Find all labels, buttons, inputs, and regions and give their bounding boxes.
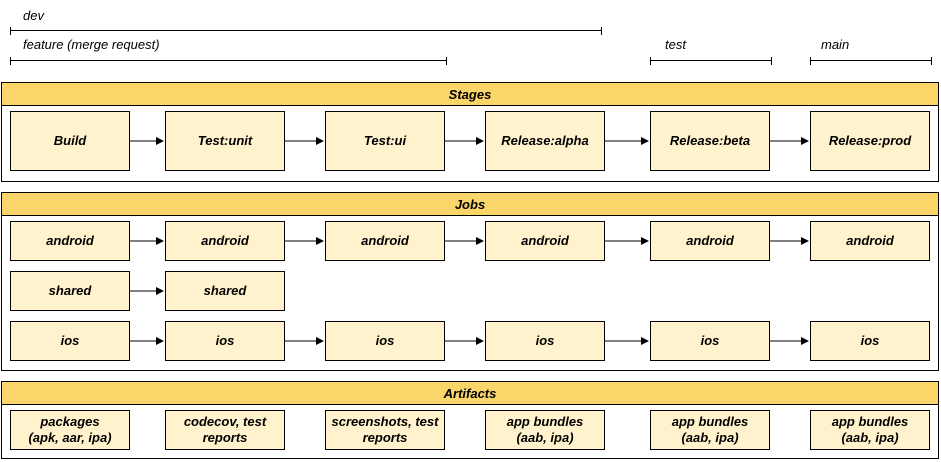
artifact-app-bundles: app bundles (aab, ipa)	[810, 410, 930, 450]
branch-range-test	[650, 57, 772, 65]
job-android: android	[325, 221, 445, 261]
artifact-codecov-reports: codecov, test reports	[165, 410, 285, 450]
job-ios: ios	[485, 321, 605, 361]
branch-range-feature	[10, 57, 447, 65]
artifacts-header: Artifacts	[2, 382, 938, 405]
job-android: android	[10, 221, 130, 261]
stage-test-unit: Test:unit	[165, 111, 285, 171]
jobs-header: Jobs	[2, 193, 938, 216]
stage-release-prod: Release:prod	[810, 111, 930, 171]
job-ios: ios	[165, 321, 285, 361]
job-ios: ios	[10, 321, 130, 361]
branch-label-test: test	[665, 37, 686, 52]
stage-release-beta: Release:beta	[650, 111, 770, 171]
branch-range-main	[810, 57, 932, 65]
stage-test-ui: Test:ui	[325, 111, 445, 171]
job-shared: shared	[165, 271, 285, 311]
artifact-app-bundles: app bundles (aab, ipa)	[650, 410, 770, 450]
branch-label-feature: feature (merge request)	[23, 37, 160, 52]
stages-header: Stages	[2, 83, 938, 106]
job-shared: shared	[10, 271, 130, 311]
job-android: android	[165, 221, 285, 261]
stage-build: Build	[10, 111, 130, 171]
artifact-packages: packages (apk, aar, ipa)	[10, 410, 130, 450]
job-android: android	[650, 221, 770, 261]
jobs-panel: Jobs	[1, 192, 939, 371]
artifacts-panel: Artifacts	[1, 381, 939, 459]
artifact-app-bundles: app bundles (aab, ipa)	[485, 410, 605, 450]
job-android: android	[485, 221, 605, 261]
job-android: android	[810, 221, 930, 261]
artifact-screenshots-reports: screenshots, test reports	[325, 410, 445, 450]
stages-panel: Stages	[1, 82, 939, 182]
job-ios: ios	[650, 321, 770, 361]
branch-label-main: main	[821, 37, 850, 52]
job-ios: ios	[810, 321, 930, 361]
stage-release-alpha: Release:alpha	[485, 111, 605, 171]
job-ios: ios	[325, 321, 445, 361]
branch-label-dev: dev	[23, 8, 44, 23]
branch-range-dev	[10, 27, 602, 35]
